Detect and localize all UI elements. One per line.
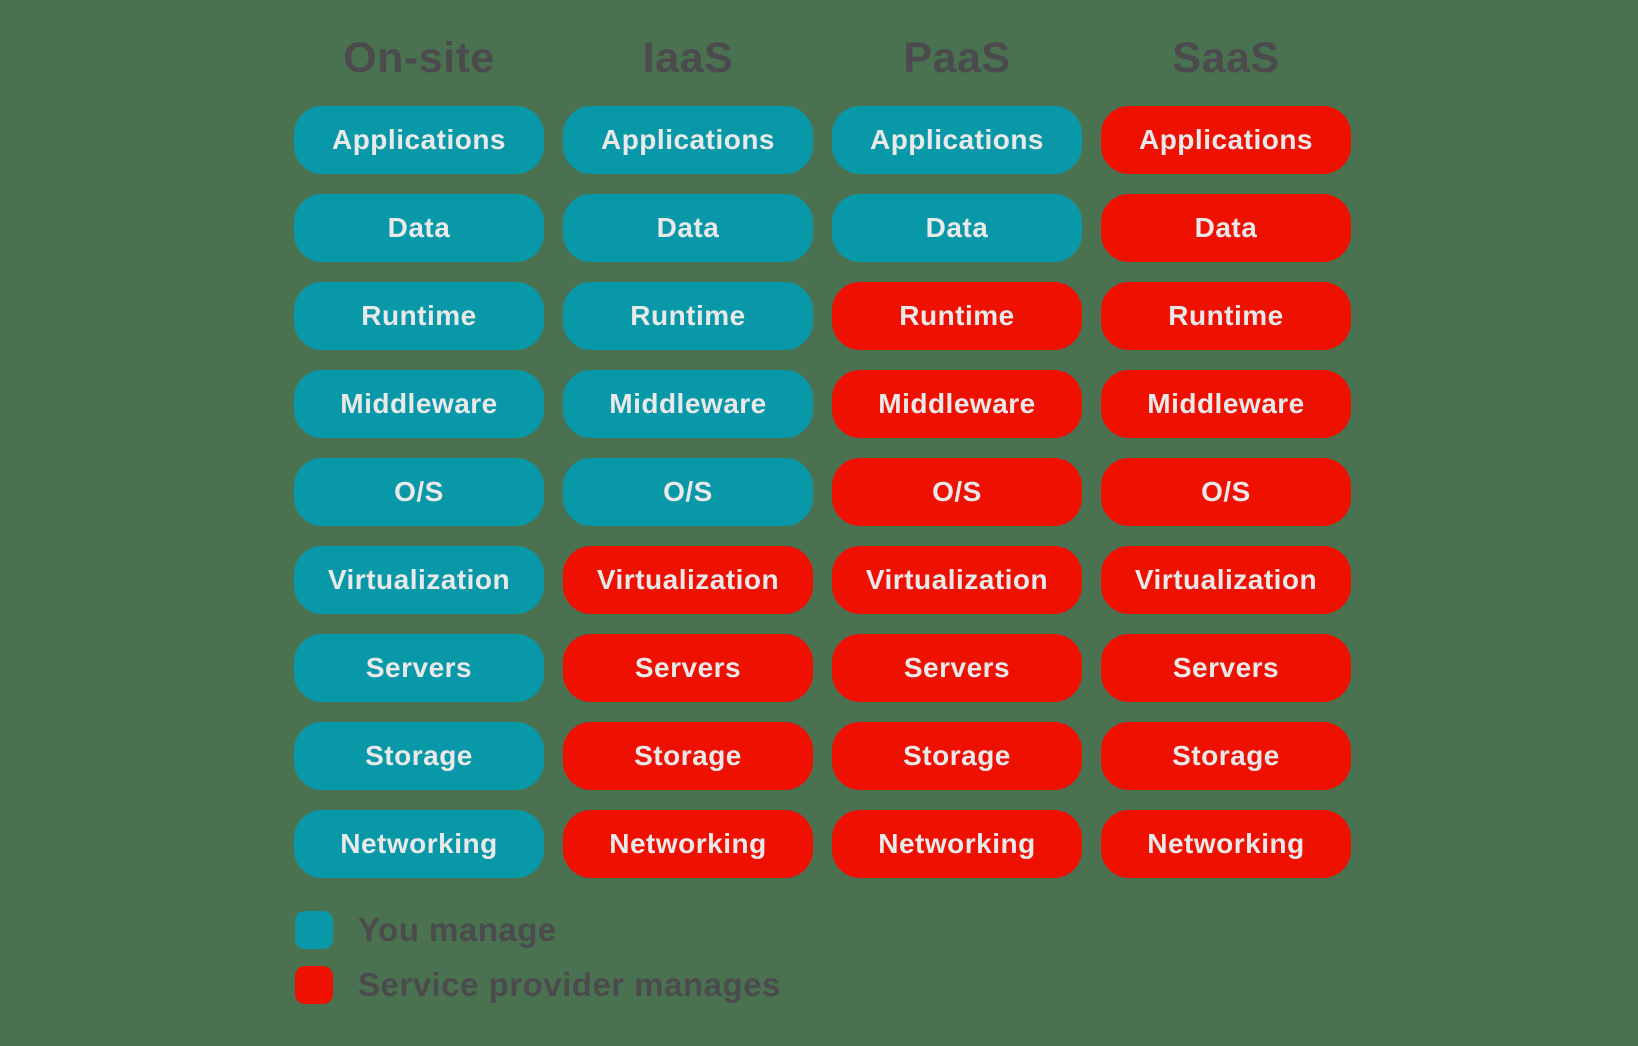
legend-item-you-manage: You manage (295, 911, 781, 949)
layer-pill-on-site-middleware: Middleware (294, 370, 544, 438)
layer-pill-iaas-networking: Networking (563, 810, 813, 878)
layer-pill-on-site-runtime: Runtime (294, 282, 544, 350)
layer-pill-saas-applications: Applications (1101, 106, 1351, 174)
layer-pill-paas-networking: Networking (832, 810, 1082, 878)
layer-pill-saas-networking: Networking (1101, 810, 1351, 878)
layer-pill-paas-middleware: Middleware (832, 370, 1082, 438)
layer-pill-paas-runtime: Runtime (832, 282, 1082, 350)
provider-manages-swatch-icon (295, 966, 333, 1004)
layer-pill-saas-storage: Storage (1101, 722, 1351, 790)
layer-pill-iaas-runtime: Runtime (563, 282, 813, 350)
layer-pill-iaas-servers: Servers (563, 634, 813, 702)
layer-pill-saas-servers: Servers (1101, 634, 1351, 702)
layer-pill-iaas-applications: Applications (563, 106, 813, 174)
layer-pill-on-site-virtualization: Virtualization (294, 546, 544, 614)
legend-label: Service provider manages (358, 966, 781, 1003)
layer-pill-on-site-servers: Servers (294, 634, 544, 702)
layer-pill-iaas-virtualization: Virtualization (563, 546, 813, 614)
layer-pill-on-site-data: Data (294, 194, 544, 262)
layer-pill-iaas-data: Data (563, 194, 813, 262)
layer-pill-saas-virtualization: Virtualization (1101, 546, 1351, 614)
layer-pill-paas-virtualization: Virtualization (832, 546, 1082, 614)
column-heading-on-site: On-site (343, 33, 495, 82)
layer-pill-saas-runtime: Runtime (1101, 282, 1351, 350)
layer-pill-iaas-middleware: Middleware (563, 370, 813, 438)
layer-pill-saas-o-s: O/S (1101, 458, 1351, 526)
layer-pill-iaas-o-s: O/S (563, 458, 813, 526)
layer-pill-on-site-storage: Storage (294, 722, 544, 790)
layer-pill-paas-applications: Applications (832, 106, 1082, 174)
layer-pill-saas-data: Data (1101, 194, 1351, 262)
layer-pill-saas-middleware: Middleware (1101, 370, 1351, 438)
layer-pill-on-site-o-s: O/S (294, 458, 544, 526)
layer-pill-iaas-storage: Storage (563, 722, 813, 790)
layer-pill-paas-storage: Storage (832, 722, 1082, 790)
layer-pill-on-site-networking: Networking (294, 810, 544, 878)
column-heading-saas: SaaS (1172, 33, 1280, 82)
column-heading-paas: PaaS (903, 33, 1011, 82)
layer-pill-paas-servers: Servers (832, 634, 1082, 702)
you-manage-swatch-icon (295, 911, 333, 949)
legend-label: You manage (358, 911, 557, 948)
layer-pill-on-site-applications: Applications (294, 106, 544, 174)
layer-pill-paas-data: Data (832, 194, 1082, 262)
legend-item-service-provider-manages: Service provider manages (295, 966, 781, 1004)
column-heading-iaas: IaaS (642, 33, 734, 82)
layer-pill-paas-o-s: O/S (832, 458, 1082, 526)
